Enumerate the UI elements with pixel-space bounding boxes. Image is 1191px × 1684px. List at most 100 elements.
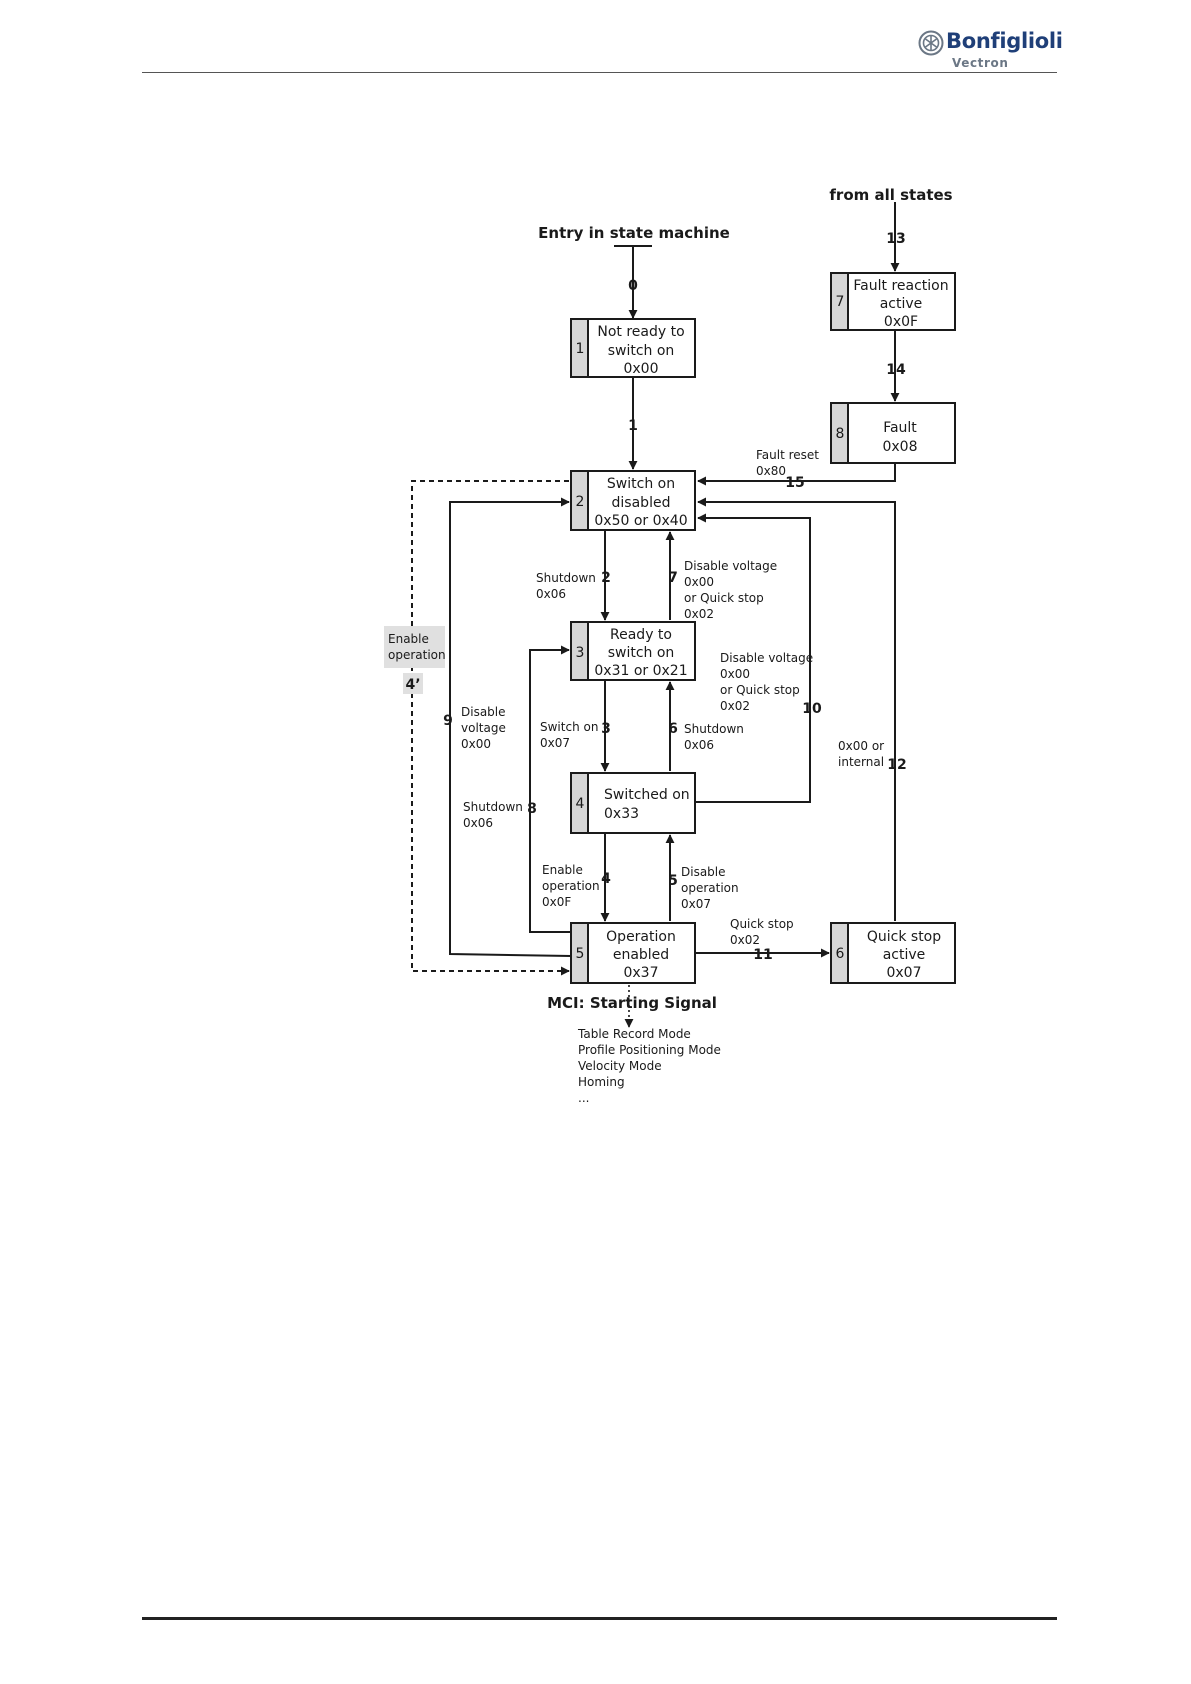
- state-7-line-1: Fault reaction: [853, 278, 948, 294]
- t7-number: 7: [668, 570, 678, 586]
- t5-label-line-1: Disable: [681, 865, 726, 879]
- state-6-line-3: 0x07: [886, 965, 921, 981]
- state-1: 1 Not ready to switch on 0x00: [570, 318, 696, 378]
- t3-label-line-2: 0x07: [540, 736, 570, 750]
- t5-label-line-3: 0x07: [681, 897, 711, 911]
- state-6-index: 6: [836, 946, 845, 962]
- mci-mode-1: Table Record Mode: [577, 1027, 691, 1041]
- t7-label-line-1: Disable voltage: [684, 559, 777, 573]
- state-6-line-1: Quick stop: [867, 929, 941, 945]
- state-2-line-3: 0x50 or 0x40: [594, 513, 687, 529]
- t6-label-line-2: 0x06: [684, 738, 714, 752]
- t5-number: 5: [668, 873, 678, 889]
- arrow-t9: [449, 497, 572, 957]
- state-2-line-2: disabled: [612, 495, 671, 511]
- t7-label: Disable voltage 0x00 or Quick stop 0x02: [684, 559, 777, 621]
- state-4-index: 4: [576, 796, 585, 812]
- t8-label: Shutdown 0x06: [463, 800, 523, 830]
- state-4: 4 Switched on 0x33: [570, 772, 696, 834]
- bonfiglioli-gear-icon: [918, 30, 944, 56]
- header-rule: [142, 72, 1057, 73]
- state-2-index: 2: [576, 494, 585, 510]
- logo-name: Bonfiglioli: [946, 29, 1063, 53]
- t4-label-line-2: operation: [542, 879, 600, 893]
- t5-label-line-2: operation: [681, 881, 739, 895]
- t14-number: 14: [886, 362, 906, 378]
- connectors: [411, 202, 900, 1028]
- state-3-line-2: switch on: [608, 645, 675, 661]
- t7-label-line-3: or Quick stop: [684, 591, 764, 605]
- t1-number: 1: [628, 418, 638, 434]
- t12-number: 12: [887, 757, 906, 773]
- state-1-line-3: 0x00: [623, 361, 658, 377]
- state-3-line-3: 0x31 or 0x21: [594, 663, 687, 679]
- t10-label: Disable voltage 0x00 or Quick stop 0x02: [720, 651, 813, 713]
- state-7-index: 7: [836, 294, 845, 310]
- t12-label: 0x00 or internal: [838, 739, 884, 769]
- arrow-t10: [696, 513, 811, 803]
- t15-label-line-1: Fault reset: [756, 448, 819, 462]
- state-8-line-1: Fault: [883, 420, 917, 436]
- t10-label-line-3: or Quick stop: [720, 683, 800, 697]
- t2-label-line-1: Shutdown: [536, 571, 596, 585]
- state-5-index: 5: [576, 946, 585, 962]
- state-4-line-1: Switched on: [604, 787, 690, 803]
- t6-number: 6: [668, 721, 678, 737]
- t11-label-line-1: Quick stop: [730, 917, 794, 931]
- t15-label: Fault reset 0x80: [756, 448, 819, 478]
- state-7: 7 Fault reaction active 0x0F: [830, 272, 956, 331]
- state-8-index: 8: [836, 426, 845, 442]
- t15-label-line-2: 0x80: [756, 464, 786, 478]
- state-1-line-1: Not ready to: [597, 324, 684, 340]
- t9-label-line-1: Disable: [461, 705, 506, 719]
- t10-label-line-2: 0x00: [720, 667, 750, 681]
- mci-mode-5: ...: [578, 1091, 589, 1105]
- t2-label-line-2: 0x06: [536, 587, 566, 601]
- state-8-line-2: 0x08: [882, 439, 917, 455]
- t9-number: 9: [443, 713, 453, 729]
- t8-label-line-1: Shutdown: [463, 800, 523, 814]
- t4-prime-label-line-1: Enable: [388, 632, 429, 646]
- arrow-t12: [697, 497, 896, 921]
- t3-label: Switch on 0x07: [540, 720, 598, 750]
- arrow-t15: [697, 463, 896, 486]
- state-5-line-3: 0x37: [623, 965, 658, 981]
- t9-label-line-2: voltage: [461, 721, 506, 735]
- t4-prime-label-line-2: operation: [388, 648, 446, 662]
- t6-label: Shutdown 0x06: [684, 722, 744, 752]
- from-all-states-title: from all states: [829, 186, 952, 204]
- state-1-index: 1: [576, 341, 585, 357]
- t12-label-line-2: internal: [838, 755, 884, 769]
- t4-label: Enable operation 0x0F: [542, 863, 600, 909]
- t2-label: Shutdown 0x06: [536, 571, 596, 601]
- arrow-t8: [529, 645, 571, 933]
- t3-label-line-1: Switch on: [540, 720, 598, 734]
- t8-label-line-2: 0x06: [463, 816, 493, 830]
- t12-label-line-1: 0x00 or: [838, 739, 884, 753]
- t4-label-line-1: Enable: [542, 863, 583, 877]
- t6-label-line-1: Shutdown: [684, 722, 744, 736]
- state-7-line-3: 0x0F: [884, 314, 918, 330]
- t11-label: Quick stop 0x02: [730, 917, 794, 947]
- t8-number: 8: [527, 801, 537, 817]
- state-2: 2 Switch on disabled 0x50 or 0x40: [570, 470, 696, 531]
- state-1-line-2: switch on: [608, 343, 675, 359]
- t4-label-line-3: 0x0F: [542, 895, 571, 909]
- t4-number: 4: [601, 871, 611, 887]
- entry-title: Entry in state machine: [538, 224, 730, 242]
- state-6: 6 Quick stop active 0x07: [830, 922, 956, 984]
- state-5-line-2: enabled: [613, 947, 669, 963]
- mci-modes: Table Record Mode Profile Positioning Mo…: [577, 1027, 721, 1105]
- t7-label-line-4: 0x02: [684, 607, 714, 621]
- mci-title: MCI: Starting Signal: [547, 994, 717, 1012]
- t10-label-line-1: Disable voltage: [720, 651, 813, 665]
- state-7-line-2: active: [880, 296, 923, 312]
- t13-number: 13: [886, 231, 905, 247]
- state-4-line-2: 0x33: [604, 806, 639, 822]
- t10-label-line-4: 0x02: [720, 699, 750, 713]
- state-3: 3 Ready to switch on 0x31 or 0x21: [570, 621, 696, 681]
- state-2-line-1: Switch on: [607, 476, 675, 492]
- t9-label-line-3: 0x00: [461, 737, 491, 751]
- state-3-line-1: Ready to: [610, 627, 672, 643]
